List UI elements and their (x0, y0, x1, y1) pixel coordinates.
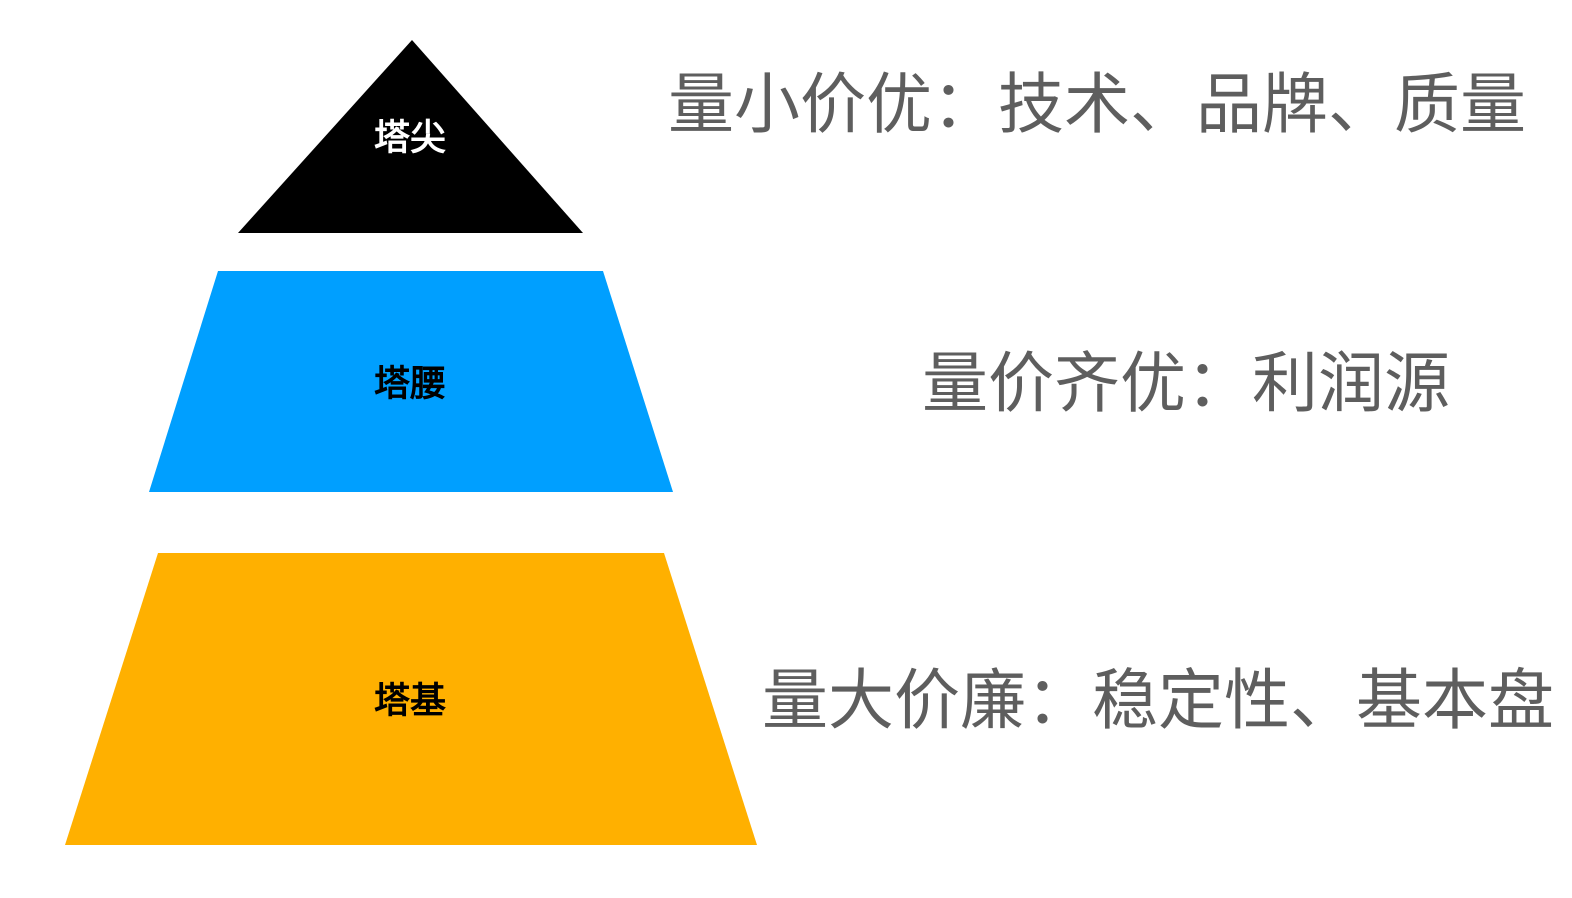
tier-bottom-label: 塔基 (374, 680, 446, 721)
annotation-tier-top: 量小价优：技术、品牌、质量 (668, 67, 1526, 141)
annotation-tier-bottom: 量大价廉：稳定性、基本盘 (762, 663, 1554, 737)
pyramid-graphic: 塔尖 塔腰 塔基 (65, 40, 757, 845)
tier-top-label: 塔尖 (374, 117, 446, 158)
tier-top-shape (238, 40, 583, 233)
tier-bottom-shape (65, 553, 757, 845)
annotation-tier-middle: 量价齐优：利润源 (922, 346, 1450, 420)
tier-middle-shape (149, 271, 673, 492)
tier-middle-label: 塔腰 (374, 363, 446, 404)
